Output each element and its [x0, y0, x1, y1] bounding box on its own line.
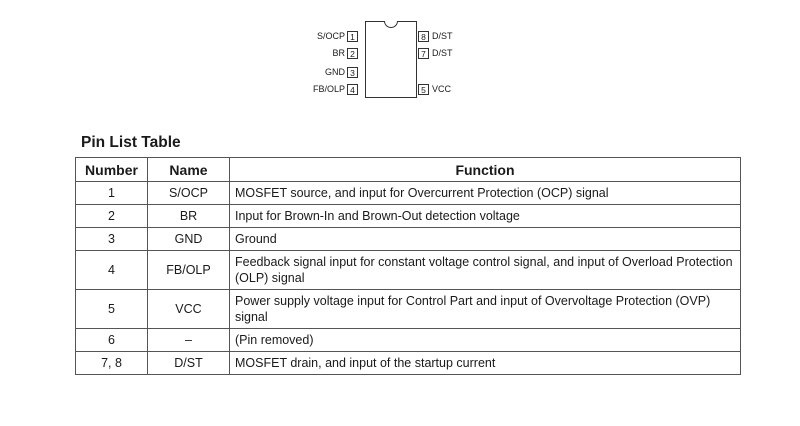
section-title: Pin List Table [81, 134, 181, 151]
table-row: 3 GND Ground [75, 227, 741, 251]
header-name: Name [147, 157, 230, 182]
cell-function: Input for Brown-In and Brown-Out detecti… [229, 204, 741, 228]
cell-number: 7, 8 [75, 351, 148, 375]
table-row: 7, 8 D/ST MOSFET drain, and input of the… [75, 351, 741, 375]
cell-function: MOSFET source, and input for Overcurrent… [229, 181, 741, 205]
table-row: 5 VCC Power supply voltage input for Con… [75, 289, 741, 329]
pin-number: 8 [418, 30, 429, 42]
table-row: 1 S/OCP MOSFET source, and input for Ove… [75, 181, 741, 205]
table-row: 4 FB/OLP Feedback signal input for const… [75, 250, 741, 290]
cell-name: S/OCP [147, 181, 230, 205]
cell-number: 5 [75, 289, 148, 329]
cell-number: 3 [75, 227, 148, 251]
cell-number: 2 [75, 204, 148, 228]
cell-number: 6 [75, 328, 148, 352]
pin-number: 5 [418, 83, 429, 95]
pin-1: S/OCP 1 [317, 30, 358, 42]
pin-7: 7 D/ST [418, 47, 453, 59]
pin-number: 1 [347, 30, 358, 42]
ic-notch [384, 21, 398, 28]
cell-name: VCC [147, 289, 230, 329]
table-row: 6 – (Pin removed) [75, 328, 741, 352]
ic-body [365, 21, 417, 98]
pin-3: GND 3 [325, 66, 358, 78]
cell-name: – [147, 328, 230, 352]
pin-label: BR [332, 48, 345, 58]
pin-4: FB/OLP 4 [313, 83, 358, 95]
pin-number: 3 [347, 66, 358, 78]
cell-number: 1 [75, 181, 148, 205]
header-number: Number [75, 157, 148, 182]
cell-function: Ground [229, 227, 741, 251]
cell-name: D/ST [147, 351, 230, 375]
table-header-row: Number Name Function [75, 157, 741, 182]
pin-number: 4 [347, 83, 358, 95]
cell-name: GND [147, 227, 230, 251]
pin-2: BR 2 [332, 47, 358, 59]
pin-label: VCC [432, 84, 452, 94]
pin-label: FB/OLP [312, 84, 345, 94]
cell-function: Power supply voltage input for Control P… [229, 289, 741, 329]
cell-function: MOSFET drain, and input of the startup c… [229, 351, 741, 375]
cell-name: FB/OLP [147, 250, 230, 290]
cell-function: (Pin removed) [229, 328, 741, 352]
pin-5: 5 VCC [418, 83, 451, 95]
header-function: Function [229, 157, 741, 182]
cell-name: BR [147, 204, 230, 228]
pin-label: D/ST [432, 31, 453, 41]
cell-number: 4 [75, 250, 148, 290]
pin-label: GND [325, 67, 345, 77]
pin-number: 2 [347, 47, 358, 59]
pin-list-table: Number Name Function 1 S/OCP MOSFET sour… [75, 157, 741, 375]
pin-number: 7 [418, 47, 429, 59]
pin-label: S/OCP [316, 31, 345, 41]
table-row: 2 BR Input for Brown-In and Brown-Out de… [75, 204, 741, 228]
pin-label: D/ST [432, 48, 453, 58]
pin-8: 8 D/ST [418, 30, 453, 42]
cell-function: Feedback signal input for constant volta… [229, 250, 741, 290]
